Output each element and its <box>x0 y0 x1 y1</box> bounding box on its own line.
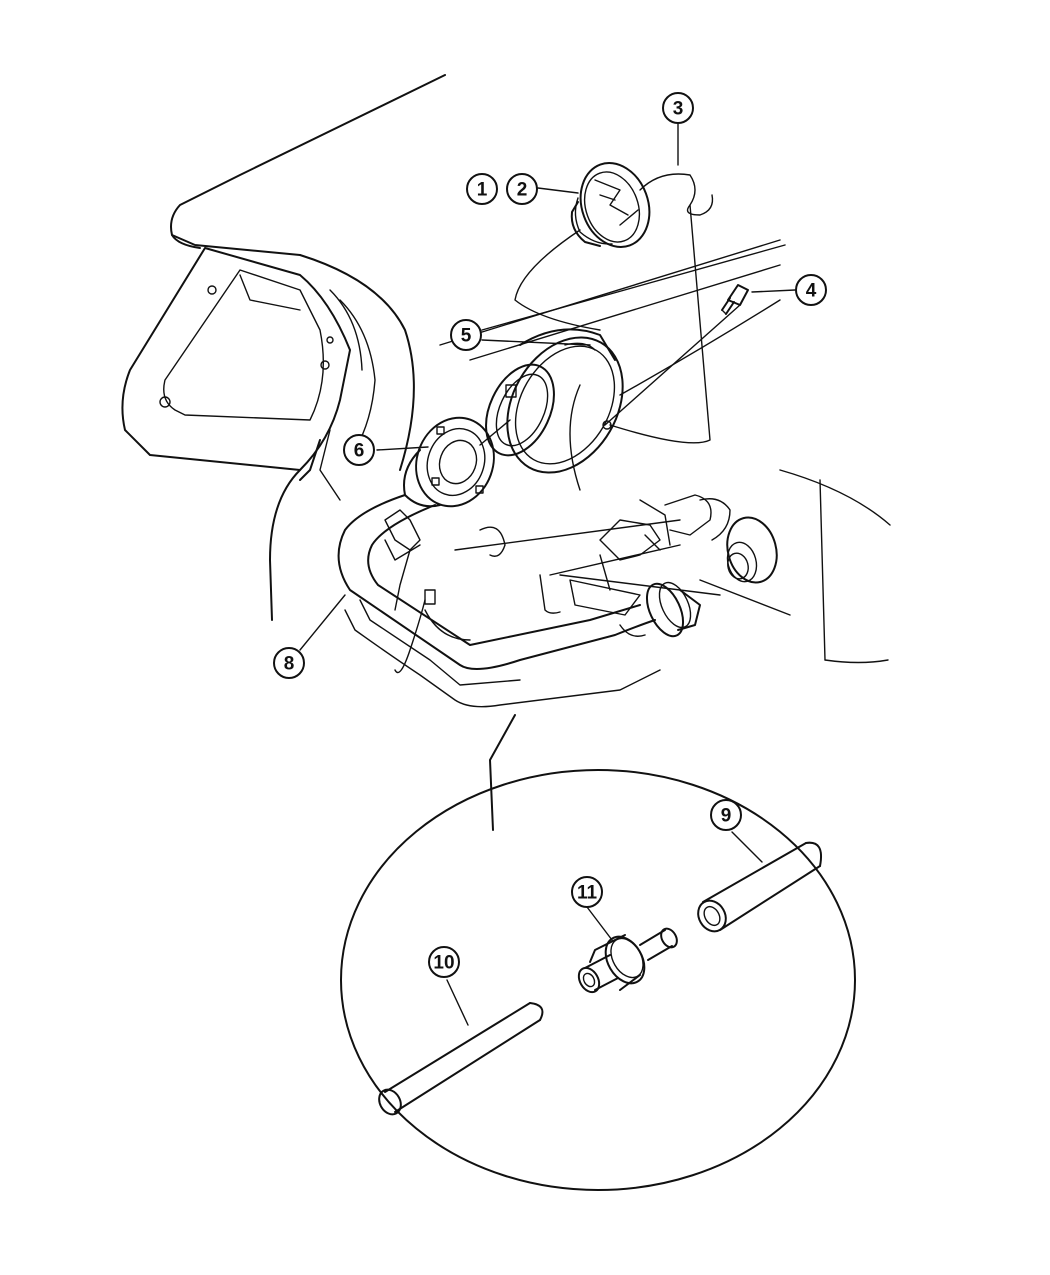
check-valve-11 <box>577 927 678 994</box>
callout-11: 11 <box>571 876 603 908</box>
callout-5-label: 5 <box>461 326 472 347</box>
callout-6: 6 <box>343 434 375 466</box>
filler-tube <box>337 494 701 708</box>
leader-lines <box>299 122 796 1026</box>
bolt <box>604 284 749 426</box>
callout-3: 3 <box>662 92 694 124</box>
callout-9: 9 <box>710 799 742 831</box>
callout-11-label: 11 <box>577 883 598 904</box>
callout-10: 10 <box>428 946 460 978</box>
fuel-cap-tether <box>514 173 714 444</box>
inset-ellipse <box>340 769 856 1191</box>
filler-neck-head <box>403 416 511 508</box>
callout-10-label: 10 <box>433 953 454 974</box>
inset-detail <box>340 769 856 1191</box>
callout-5: 5 <box>450 319 482 351</box>
callout-4-label: 4 <box>806 281 817 302</box>
callout-8-label: 8 <box>284 654 295 675</box>
fuel-cap <box>570 162 651 248</box>
callout-3-label: 3 <box>673 99 684 120</box>
callout-9-label: 9 <box>721 806 732 827</box>
inset-leader-line <box>489 714 516 831</box>
callout-2-label: 2 <box>517 180 528 201</box>
fuel-filler-door <box>485 328 624 474</box>
callout-1-label: 1 <box>477 180 488 201</box>
callout-8: 8 <box>273 647 305 679</box>
callout-4: 4 <box>795 274 827 306</box>
callout-1: 1 <box>466 173 498 205</box>
callout-6-label: 6 <box>354 441 365 462</box>
callout-2: 2 <box>506 173 538 205</box>
hose-9 <box>697 841 822 933</box>
fuel-tank-area <box>424 494 791 641</box>
hose-10 <box>378 1002 544 1116</box>
quarter-panel <box>121 74 891 664</box>
